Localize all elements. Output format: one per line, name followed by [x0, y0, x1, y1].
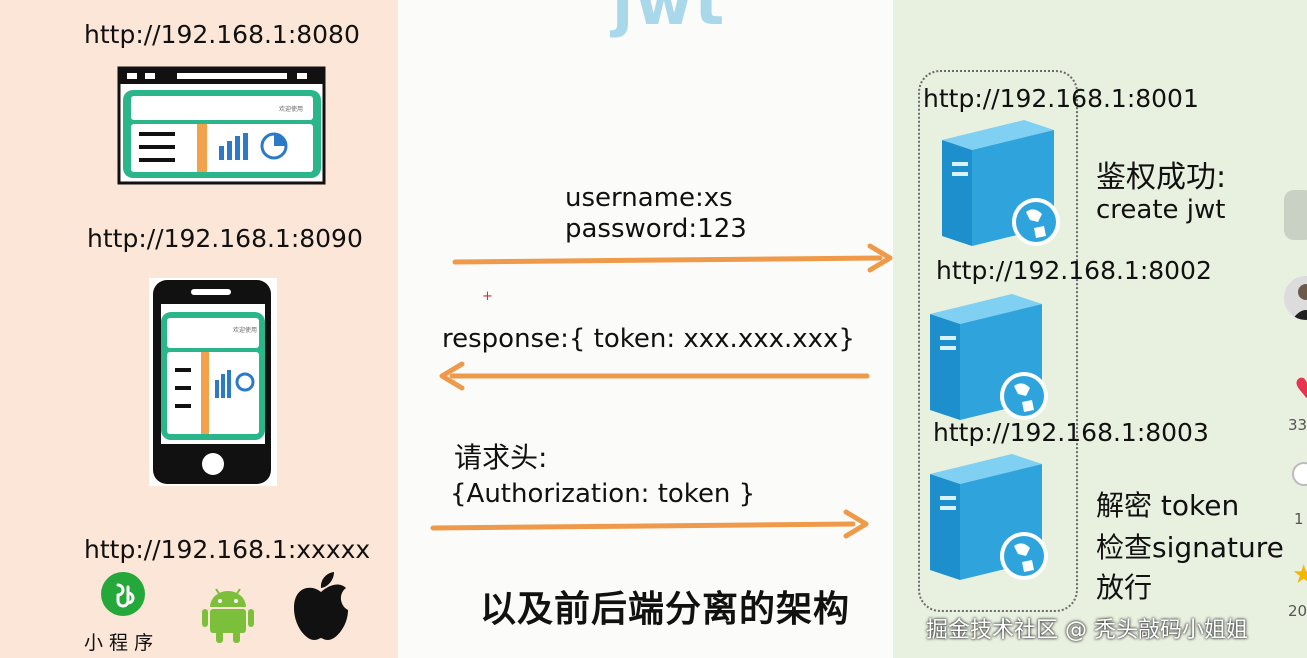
svg-text:欢迎使用: 欢迎使用: [233, 326, 257, 334]
web-client-url: http://192.168.1:8080: [84, 20, 360, 49]
login-request-arrow: [452, 243, 893, 273]
avatar[interactable]: [1284, 276, 1307, 320]
server-2-url: http://192.168.1:8002: [936, 256, 1212, 285]
server-2-icon: [930, 294, 1048, 420]
authorization-header: {Authorization: token }: [450, 479, 756, 509]
mobile-client-url: http://192.168.1:8090: [87, 224, 363, 253]
diagram-title: jwt: [612, 0, 727, 39]
cursor-mark: +: [482, 289, 493, 304]
miniprogram-icon: [101, 572, 145, 616]
svg-text:欢迎使用: 欢迎使用: [279, 105, 303, 113]
server-cluster-boundary: [918, 70, 1078, 612]
auth-success-label: 鉴权成功:: [1096, 160, 1227, 195]
decrypt-token-label: 解密 token: [1096, 489, 1240, 522]
login-password: password:123: [565, 214, 747, 244]
comment-count: 1: [1294, 510, 1304, 528]
server-3-url: http://192.168.1:8003: [933, 418, 1209, 447]
login-username: username:xs: [565, 183, 733, 213]
request-header-label: 请求头:: [454, 441, 548, 474]
watermark: 掘金技术社区 @ 秃头敲码小姐姐: [926, 618, 1248, 643]
apple-icon: [294, 572, 348, 640]
mobile-phone-icon: 欢迎使用: [149, 278, 277, 486]
favorite-count: 20: [1288, 602, 1307, 620]
side-rail-button[interactable]: [1284, 190, 1307, 240]
create-jwt-label: create jwt: [1096, 195, 1226, 225]
like-heart-icon[interactable]: ♥: [1294, 372, 1307, 405]
comment-icon[interactable]: [1292, 462, 1307, 486]
favorite-star-icon[interactable]: ★: [1292, 560, 1307, 590]
like-count: 33: [1288, 416, 1307, 434]
server-1-icon: [942, 120, 1060, 246]
architecture-caption: 以及前后端分离的架构: [480, 589, 851, 630]
authorized-request-arrow: [430, 509, 869, 539]
browser-window-icon: 欢迎使用: [117, 66, 326, 185]
other-client-url: http://192.168.1:xxxxx: [84, 535, 371, 564]
server-1-url: http://192.168.1:8001: [923, 84, 1199, 113]
allow-pass-label: 放行: [1096, 571, 1153, 604]
check-signature-label: 检查signature: [1096, 531, 1284, 564]
token-response-arrow: [439, 361, 870, 391]
miniprogram-label: 小 程 序: [84, 632, 154, 654]
server-3-icon: [930, 454, 1048, 580]
android-icon: [202, 588, 254, 643]
login-response: response:{ token: xxx.xxx.xxx}: [442, 324, 855, 354]
avatar-image: [1284, 276, 1307, 320]
